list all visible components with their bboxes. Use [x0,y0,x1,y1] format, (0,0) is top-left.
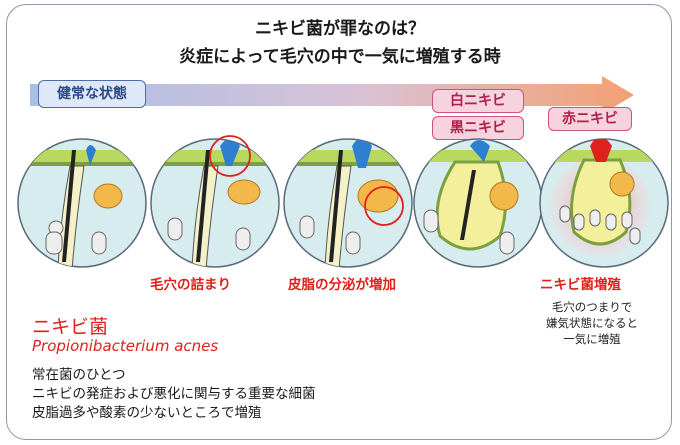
note-line: 一気に増殖 [563,332,621,346]
badge-healthy-state: 健常な状態 [38,80,146,108]
proliferation-note: 毛穴のつまりで 嫌気状態になると 一気に増殖 [536,299,648,347]
pore-stage-comedone [413,138,543,268]
title-line-2: 炎症によって毛穴の中で一気に増殖する時 [179,47,501,67]
stage-label-proliferation: ニキビ菌増殖 [540,277,621,293]
bacteria-scientific-name: Propionibacterium acnes [32,337,219,355]
title-line-1: ニキビ菌が罪なのは？ [255,19,425,39]
badge-black-acne: 黒ニキビ [432,116,524,140]
badge-red-acne: 赤ニキビ [548,107,632,131]
pore-stage-inflamed [539,138,669,268]
clog-highlight-circle [209,135,251,177]
note-line: 嫌気状態になると [546,316,638,330]
bacteria-name: ニキビ菌 [32,316,109,338]
fact-item: 皮脂過多や酸素の少ないところで増殖 [32,405,262,421]
fact-item: 常在菌のひとつ [32,367,126,383]
bacteria-facts: 常在菌のひとつ ニキビの発症および悪化に関与する重要な細菌 皮脂過多や酸素の少な… [32,366,316,423]
pore-stage-healthy [17,138,147,268]
fact-item: ニキビの発症および悪化に関与する重要な細菌 [32,386,316,402]
sebum-highlight-circle [364,186,404,226]
stage-label-clog: 毛穴の詰まり [150,277,231,293]
pore-stage-clog [150,135,280,268]
badge-white-acne: 白ニキビ [432,89,524,113]
stage-label-sebum: 皮脂の分泌が増加 [288,277,396,293]
note-line: 毛穴のつまりで [551,300,633,314]
pore-stage-sebum [283,138,413,268]
